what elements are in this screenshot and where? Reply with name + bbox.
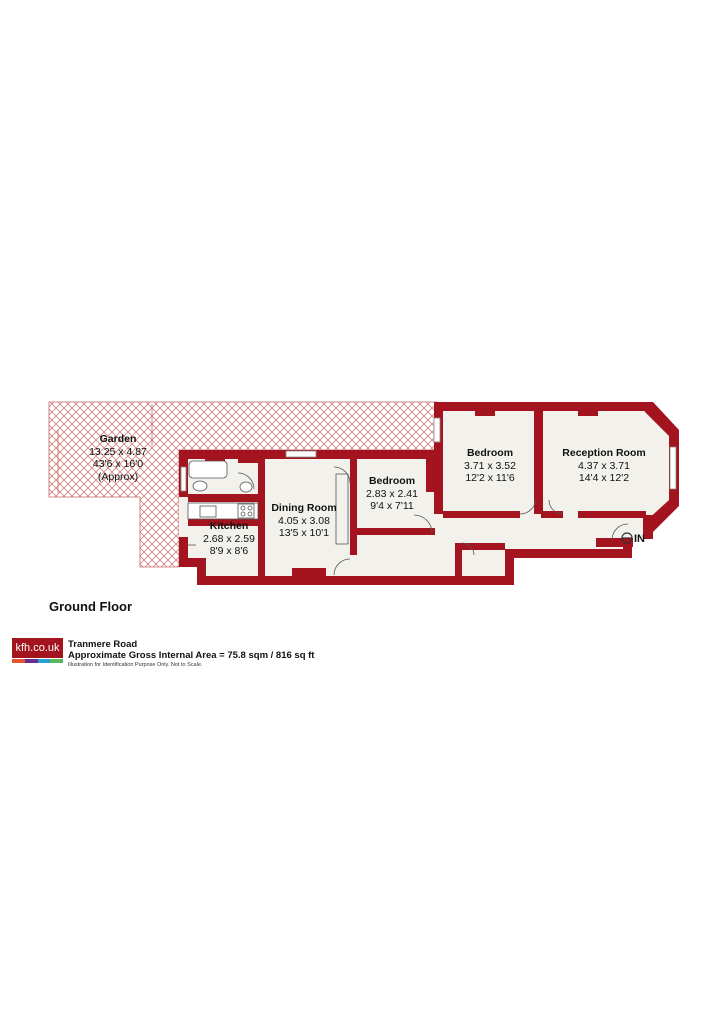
logo-stripe <box>12 659 25 663</box>
entrance-label: IN <box>634 533 645 545</box>
building-floor <box>179 402 677 585</box>
reception-label: Reception Room 4.37 x 3.71 14'4 x 12'2 <box>559 447 649 485</box>
garden-name: Garden <box>99 433 137 445</box>
dining-imperial: 13'5 x 10'1 <box>278 527 330 539</box>
address-text: Tranmere Road <box>68 639 138 650</box>
logo-text: kfh.co.uk <box>12 638 63 658</box>
bathtub-icon <box>188 460 228 479</box>
dining-metric: 4.05 x 3.08 <box>278 514 330 527</box>
disclaimer-text: Illustration for Identification Purpose … <box>68 662 203 668</box>
floor-label: Ground Floor <box>49 599 133 614</box>
door-swings <box>237 466 629 576</box>
reception-imperial: 14'4 x 12'2 <box>578 472 630 484</box>
bedroom-large-name: Bedroom <box>466 447 514 459</box>
entrance-arrow-icon <box>621 532 633 544</box>
kitchen-name: Kitchen <box>209 520 249 532</box>
windows <box>180 417 677 492</box>
kitchen-label: Kitchen 2.68 x 2.59 8'9 x 8'6 <box>193 520 265 558</box>
garden-imperial: 43'6 x 16'0 <box>92 458 144 470</box>
kfh-logo: kfh.co.uk <box>12 638 63 664</box>
bedroom-large-label: Bedroom 3.71 x 3.52 12'2 x 11'6 <box>450 447 530 485</box>
sink-icon <box>199 505 217 518</box>
reception-name: Reception Room <box>562 447 646 459</box>
plan-caption: Tranmere Road Approximate Gross Internal… <box>68 639 314 669</box>
garden-note: (Approx) <box>97 470 139 483</box>
basin-icon <box>239 481 253 493</box>
logo-stripe <box>37 659 51 663</box>
area-text: Approximate Gross Internal Area = 75.8 s… <box>68 650 315 661</box>
bedroom-large-imperial: 12'2 x 11'6 <box>465 472 515 484</box>
kitchen-imperial: 8'9 x 8'6 <box>209 545 249 557</box>
exterior-walls <box>179 402 679 585</box>
logo-stripes <box>12 659 63 663</box>
garden-steps <box>57 404 153 493</box>
dining-label: Dining Room 4.05 x 3.08 13'5 x 10'1 <box>266 502 342 540</box>
bedroom-small-label: Bedroom 2.83 x 2.41 9'4 x 7'11 <box>358 475 426 513</box>
garden-metric: 13.25 x 4.87 <box>89 445 147 458</box>
bedroom-small-imperial: 9'4 x 7'11 <box>370 500 414 512</box>
bathroom-fixtures <box>188 460 253 493</box>
bedroom-small-name: Bedroom <box>368 475 416 487</box>
reception-metric: 4.37 x 3.71 <box>578 459 630 472</box>
bedroom-large-metric: 3.71 x 3.52 <box>464 459 516 472</box>
dining-name: Dining Room <box>271 502 337 514</box>
garden-label: Garden 13.25 x 4.87 43'6 x 16'0 (Approx) <box>78 433 158 483</box>
hob-icon <box>237 503 255 519</box>
kitchen-fixtures <box>187 473 349 576</box>
kitchen-metric: 2.68 x 2.59 <box>203 532 255 545</box>
bedroom-small-metric: 2.83 x 2.41 <box>366 487 418 500</box>
logo-stripe <box>50 659 63 663</box>
toilet-icon <box>192 480 208 492</box>
logo-stripe <box>24 659 38 663</box>
